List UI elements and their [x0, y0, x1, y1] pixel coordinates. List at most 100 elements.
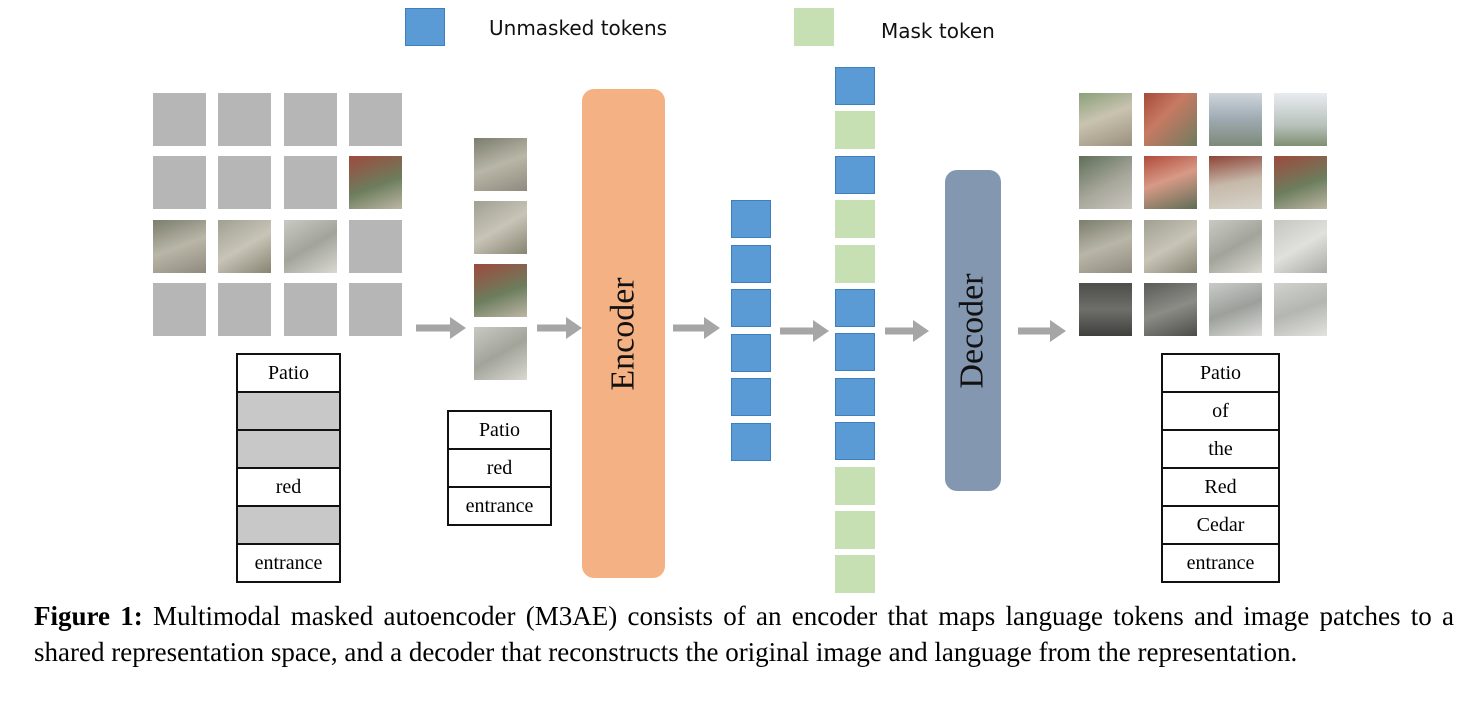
reconstructed-image-patch: [1274, 283, 1327, 336]
masked-image-patch: [284, 93, 337, 146]
word-cell: Cedar: [1161, 505, 1280, 545]
reconstructed-image-patch: [1079, 283, 1132, 336]
reconstructed-image-patch: [1144, 93, 1197, 146]
legend-unmasked-swatch: [405, 8, 445, 46]
visible-image-patch: [474, 264, 527, 317]
word-row: the: [1161, 429, 1280, 469]
decoder-block: Decoder: [945, 170, 1001, 491]
masked-image-patch: [349, 283, 402, 336]
flow-arrow: [780, 320, 829, 342]
masked-image-patch: [153, 93, 206, 146]
input-image-patch: [349, 156, 402, 209]
unmasked-token: [835, 67, 875, 105]
word-row: entrance: [236, 543, 341, 583]
reconstructed-image-patch: [1079, 93, 1132, 146]
word-cell: Patio: [1161, 353, 1280, 393]
legend-mask-label: Mask token: [881, 19, 995, 43]
mask-token: [835, 200, 875, 239]
visible-image-patch: [474, 327, 527, 380]
input-text-tokens: Patio red entrance: [236, 353, 341, 583]
encoded-token: [731, 423, 771, 461]
masked-image-patch: [349, 93, 402, 146]
reconstructed-image-patch: [1079, 220, 1132, 273]
reconstructed-image-patch: [1144, 220, 1197, 273]
reconstructed-image-patch: [1209, 156, 1262, 209]
mask-token: [835, 511, 875, 549]
reconstructed-image-patch: [1144, 156, 1197, 209]
reconstructed-image-patch: [1209, 283, 1262, 336]
masked-image-patch: [284, 156, 337, 209]
unmasked-token: [835, 422, 875, 461]
word-row: Patio: [447, 410, 552, 450]
encoder-label: Encoder: [604, 276, 642, 391]
decoder-label: Decoder: [954, 272, 991, 389]
legend-unmasked-label: Unmasked tokens: [489, 16, 668, 40]
word-cell: Patio: [447, 410, 552, 450]
reconstructed-image-patch: [1274, 93, 1327, 146]
word-cell: red: [447, 448, 552, 488]
word-cell: Patio: [236, 353, 341, 393]
word-cell: Red: [1161, 467, 1280, 507]
masked-image-patch: [153, 283, 206, 336]
masked-word-cell: [236, 391, 341, 431]
word-row: Red: [1161, 467, 1280, 507]
reconstructed-image-patch: [1209, 93, 1262, 146]
encoded-token: [731, 200, 771, 238]
word-row: [236, 429, 341, 469]
masked-image-patch: [218, 93, 271, 146]
flow-arrow: [1018, 320, 1066, 342]
masked-image-patch: [153, 156, 206, 209]
word-row: red: [447, 448, 552, 488]
input-image-patch: [218, 220, 271, 273]
unmasked-token: [835, 155, 875, 194]
encoded-token: [731, 378, 771, 417]
masked-image-patch: [218, 156, 271, 209]
masked-image-patch: [349, 220, 402, 273]
mask-token: [835, 466, 875, 505]
reconstructed-image-patch: [1144, 283, 1197, 336]
word-cell: entrance: [447, 486, 552, 526]
flow-arrow: [673, 317, 720, 339]
mask-token: [835, 111, 875, 150]
mask-token: [835, 244, 875, 283]
reconstructed-image-patch: [1079, 156, 1132, 209]
masked-word-cell: [236, 505, 341, 545]
flow-arrow: [416, 317, 466, 339]
mask-token: [835, 555, 875, 594]
reconstructed-image-patch: [1209, 220, 1262, 273]
encoded-token: [731, 289, 771, 328]
word-row: [236, 505, 341, 545]
visible-image-patch: [474, 201, 527, 254]
flow-arrow: [885, 320, 929, 342]
masked-image-patch: [284, 283, 337, 336]
word-cell: entrance: [236, 543, 341, 583]
unmasked-token: [835, 333, 875, 372]
input-image-patch: [284, 220, 337, 273]
word-row: Patio: [236, 353, 341, 393]
masked-image-patch: [218, 283, 271, 336]
reconstructed-image-patch: [1274, 156, 1327, 209]
encoder-block: Encoder: [582, 89, 665, 578]
unmasked-token: [835, 289, 875, 327]
legend-mask-swatch: [794, 8, 834, 46]
word-cell: red: [236, 467, 341, 507]
word-cell: the: [1161, 429, 1280, 469]
word-row: Cedar: [1161, 505, 1280, 545]
word-cell: entrance: [1161, 543, 1280, 583]
word-row: entrance: [1161, 543, 1280, 583]
encoded-token: [731, 244, 771, 283]
word-row: of: [1161, 391, 1280, 431]
unmasked-token: [835, 377, 875, 416]
caption-text: Multimodal masked autoencoder (M3AE) con…: [34, 601, 1455, 667]
word-cell: of: [1161, 391, 1280, 431]
figure-caption: Figure 1: Multimodal masked autoencoder …: [34, 598, 1454, 670]
reconstructed-image-patch: [1274, 220, 1327, 273]
flow-arrow: [537, 317, 582, 339]
input-image-patch: [153, 220, 206, 273]
visible-image-patch: [474, 138, 527, 191]
caption-label: Figure 1:: [34, 601, 143, 631]
encoded-token: [731, 333, 771, 372]
word-row: Patio: [1161, 353, 1280, 393]
